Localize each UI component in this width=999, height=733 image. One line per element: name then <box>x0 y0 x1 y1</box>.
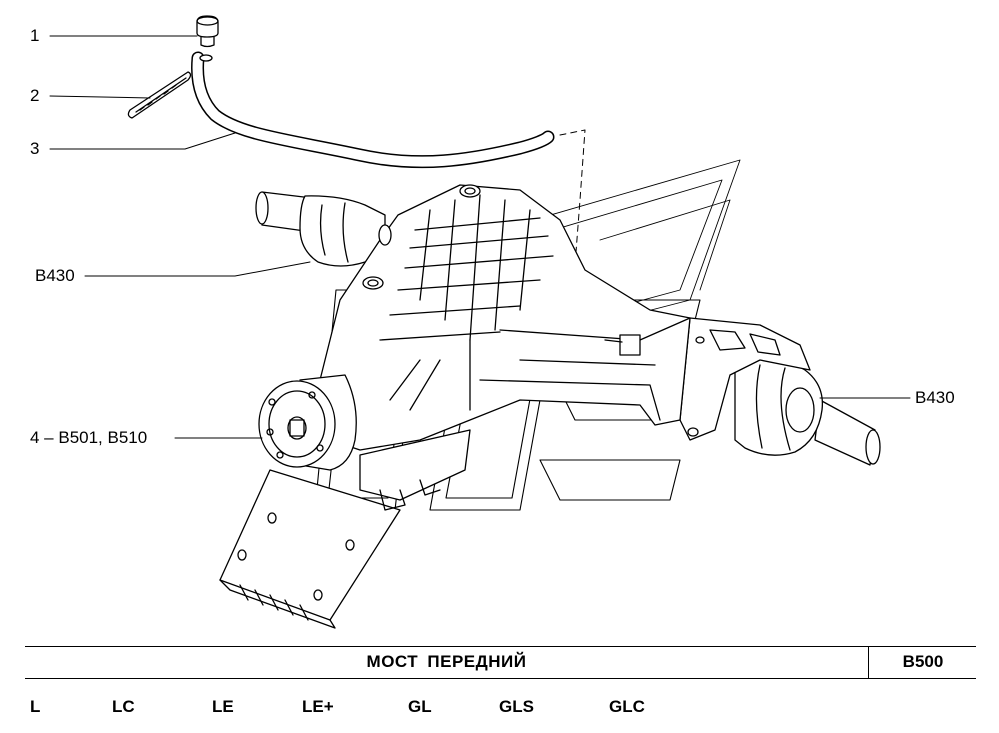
right-mount-bracket <box>679 317 811 441</box>
variant-l: L <box>30 697 41 716</box>
variant-lc: LC <box>112 697 135 716</box>
variant-le: LE <box>212 697 234 716</box>
callout-2: 2 <box>30 86 40 105</box>
differential-housing <box>319 184 691 451</box>
variant-glc: GLC <box>609 697 645 716</box>
title-bar-divider <box>868 647 869 678</box>
section-title: МОСТ ПЕРЕДНИЙ <box>366 652 527 671</box>
title-bar: МОСТ ПЕРЕДНИЙ B500 <box>25 646 976 679</box>
assembly-dashed-line <box>559 129 586 331</box>
leader-lines <box>49 35 911 439</box>
callout-b430-left: B430 <box>35 266 75 285</box>
breather-cap <box>196 15 219 48</box>
input-flange <box>258 374 357 471</box>
variant-le-plus: LE+ <box>302 697 334 716</box>
callout-4: 4 – B501, B510 <box>30 428 148 447</box>
section-code: B500 <box>902 652 944 671</box>
callout-1: 1 <box>30 26 40 45</box>
callout-3: 3 <box>30 139 40 158</box>
callout-b430-right: B430 <box>915 388 955 407</box>
variant-gl: GL <box>408 697 432 716</box>
breather-hose <box>191 51 555 169</box>
variant-gls: GLS <box>499 697 534 716</box>
right-drive-shaft <box>734 358 881 466</box>
left-drive-shaft <box>255 191 386 267</box>
front-axle-diagram <box>49 15 911 629</box>
lower-mount-plate <box>219 429 471 629</box>
hose-clamp <box>127 71 192 119</box>
